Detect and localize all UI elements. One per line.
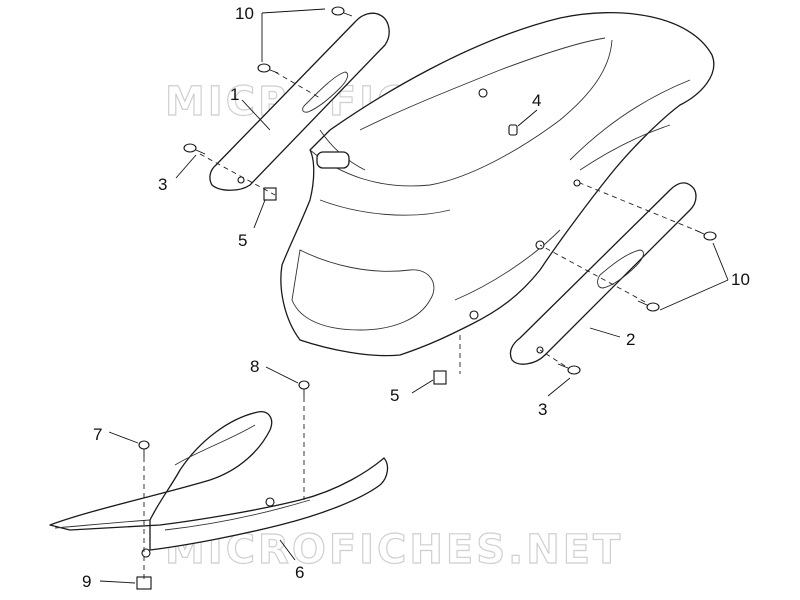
screw-10-right-bottom	[637, 300, 660, 312]
callout-4: 4	[532, 91, 541, 110]
side-panel-right	[509, 182, 697, 365]
screw-10-top	[331, 6, 353, 17]
badge-slot	[316, 151, 350, 169]
side-panel-left	[209, 12, 390, 191]
callout-10-right: 10	[731, 270, 750, 289]
callout-7: 7	[93, 425, 102, 444]
rear-body-cover	[280, 12, 715, 357]
screw-7	[138, 440, 150, 457]
callout-3-right: 3	[538, 400, 547, 419]
callout-2: 2	[626, 330, 635, 349]
callout-1: 1	[230, 85, 239, 104]
callout-5-lower: 5	[390, 386, 399, 405]
bolt-4	[508, 124, 518, 136]
hardware	[136, 6, 717, 590]
callout-9: 9	[82, 572, 91, 591]
screw-10-mid	[257, 63, 279, 74]
callout-3-left: 3	[158, 175, 167, 194]
callout-leaders	[99, 8, 729, 584]
callout-5-upper: 5	[238, 231, 247, 250]
callout-8: 8	[250, 357, 259, 376]
screw-3-right	[557, 363, 581, 375]
clip-5-lower	[433, 370, 447, 385]
assembly-lines	[143, 71, 701, 580]
screw-8	[298, 380, 310, 397]
callout-10-top: 10	[235, 4, 254, 23]
callout-6: 6	[295, 563, 304, 582]
lower-footboard-panel	[49, 411, 389, 558]
screw-10-right-top	[694, 229, 717, 241]
callout-labels: 10 1 3 5 4 10 2 3 5 8 7 6 9	[82, 4, 750, 591]
screw-3-left	[183, 143, 206, 155]
